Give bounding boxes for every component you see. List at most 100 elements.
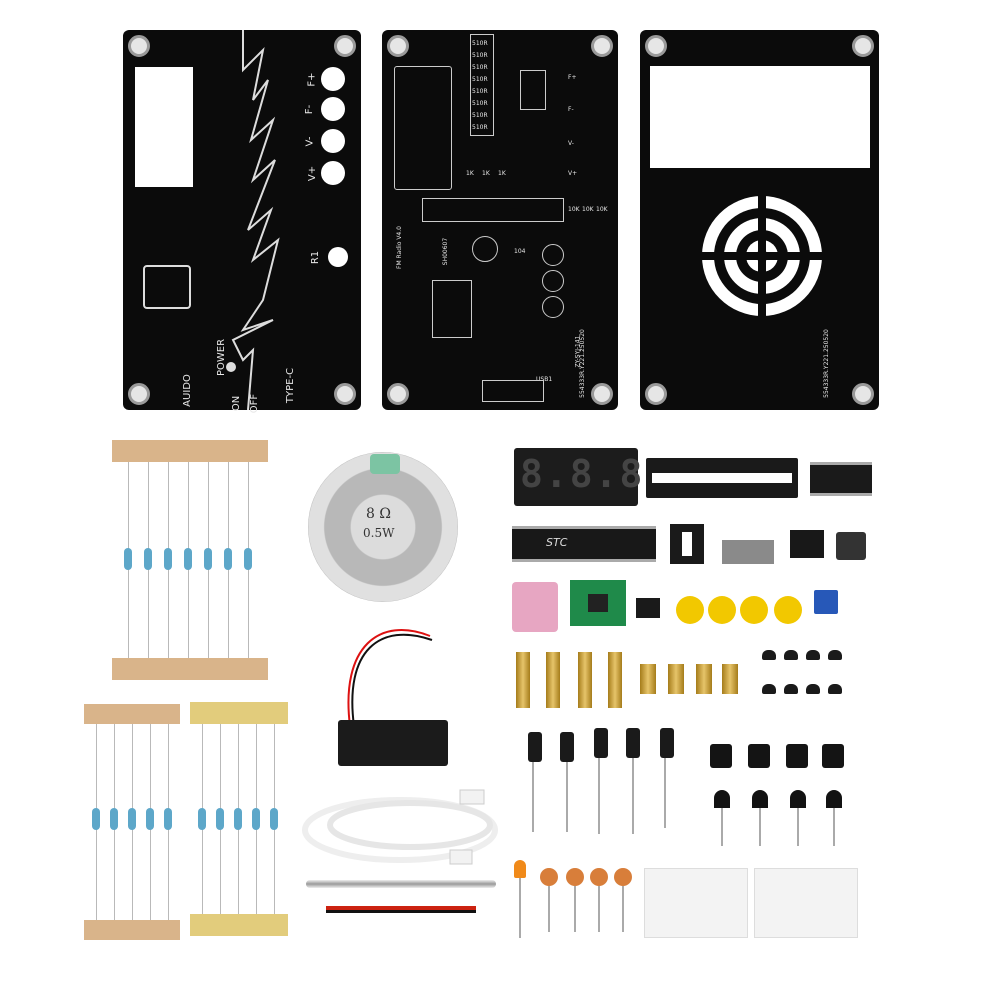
resistor-tape <box>84 920 180 940</box>
label-audio: AUIDO <box>181 374 193 407</box>
label-104: 104 <box>514 248 526 255</box>
label-on: ON <box>231 395 243 412</box>
electrolytic-capacitor <box>594 728 608 758</box>
adhesive-pad <box>644 868 748 938</box>
switch-hole <box>321 161 345 185</box>
screw <box>806 650 820 660</box>
antenna-wire <box>326 906 476 910</box>
standoff-short <box>722 664 738 694</box>
resistor <box>216 808 224 830</box>
transistor <box>752 790 768 808</box>
back-panel-board: 554333R.Y221.250520 <box>640 30 879 410</box>
electrolytic-capacitor <box>626 728 640 758</box>
mount-hole <box>128 35 150 57</box>
speaker-ohm-label: 8 Ω <box>366 506 391 522</box>
standoff-short <box>640 664 656 694</box>
resistor <box>244 548 252 570</box>
resistor <box>110 808 118 830</box>
resistor-tape <box>112 658 268 680</box>
mount-hole <box>334 35 356 57</box>
standoff-short <box>696 664 712 694</box>
resistor <box>204 548 212 570</box>
label-usb: USB1 <box>536 376 553 383</box>
capacitor-footprint <box>472 236 498 262</box>
mount-hole <box>591 35 613 57</box>
label-510r: 510R <box>472 76 488 83</box>
mount-hole <box>645 35 667 57</box>
label-code: SH00607 <box>442 237 450 266</box>
standoff-long <box>516 652 530 708</box>
resistor-tape <box>112 440 268 462</box>
label-10k: 10K <box>596 206 608 213</box>
speaker: 8 Ω 0.5W <box>308 452 458 602</box>
switch-hole <box>321 67 345 91</box>
rf-module-footprint <box>432 280 472 338</box>
screw <box>784 684 798 694</box>
label-power: POWER <box>216 338 228 377</box>
capacitor-footprint <box>542 296 564 318</box>
display-window <box>135 67 193 187</box>
r1-hole <box>328 247 348 267</box>
resistor <box>92 808 100 830</box>
screw <box>806 684 820 694</box>
label-1k: 1K <box>482 170 490 177</box>
ceramic-capacitor <box>614 868 632 886</box>
ic-chip-sop <box>810 462 872 496</box>
standoff-long <box>608 652 622 708</box>
mount-hole <box>387 35 409 57</box>
radio-icon <box>143 265 191 309</box>
label-510r: 510R <box>472 100 488 107</box>
fm-module <box>570 580 626 626</box>
audio-jack <box>512 582 558 632</box>
slide-switch <box>722 540 774 564</box>
transistor <box>790 790 806 808</box>
waveform-graphic <box>231 30 280 410</box>
resistor-tape <box>190 914 288 936</box>
resistor-strip <box>112 462 268 658</box>
button-cap <box>740 596 768 624</box>
label-510r: 510R <box>472 112 488 119</box>
label-510r: 510R <box>472 124 488 131</box>
mcu-marking: STC <box>546 536 568 549</box>
resistor <box>144 548 152 570</box>
mcu-socket-footprint <box>422 198 564 222</box>
label-510r: 510R <box>472 52 488 59</box>
usb-cable <box>302 789 498 865</box>
tact-switch <box>786 744 808 768</box>
ic-socket-28pin <box>646 458 798 498</box>
antenna <box>306 880 496 888</box>
ic-socket-8pin <box>670 524 704 564</box>
potentiometer <box>814 590 838 614</box>
label-typec: TYPE-C <box>285 367 297 404</box>
standoff-long <box>546 652 560 708</box>
mount-hole <box>852 35 874 57</box>
front-panel-board: F+ F- V- V+ R1 POWER AUIDO ON OFF TYPE-C <box>123 30 361 414</box>
resistor <box>198 808 206 830</box>
label-batch: 554333R.Y221.250520 <box>822 329 830 398</box>
button-cap <box>676 596 704 624</box>
label-r1: R1 <box>310 250 322 265</box>
tact-switch <box>822 744 844 768</box>
mount-hole <box>128 383 150 405</box>
label-vplus: V+ <box>568 170 578 177</box>
resistor <box>270 808 278 830</box>
label-fplus: F+ <box>306 72 318 87</box>
mount-hole <box>852 383 874 405</box>
button-cap <box>774 596 802 624</box>
electrolytic-capacitor <box>528 732 542 762</box>
screw <box>828 650 842 660</box>
label-1k: 1K <box>466 170 474 177</box>
seven-segment-display: 8.8.8.8. <box>514 448 717 506</box>
resistor-tape <box>190 702 288 724</box>
standoff-short <box>668 664 684 694</box>
battery-wires <box>347 629 433 726</box>
label-off: OFF <box>249 393 261 414</box>
resistor <box>146 808 154 830</box>
main-pcb-board: 510R 510R 510R 510R 510R 510R 510R 510R … <box>382 30 618 410</box>
resistor-strip <box>84 724 180 920</box>
battery-holder <box>338 720 448 766</box>
mount-hole <box>334 383 356 405</box>
usb-footprint <box>482 380 544 402</box>
resistor <box>252 808 260 830</box>
label-10k: 10K <box>582 206 594 213</box>
